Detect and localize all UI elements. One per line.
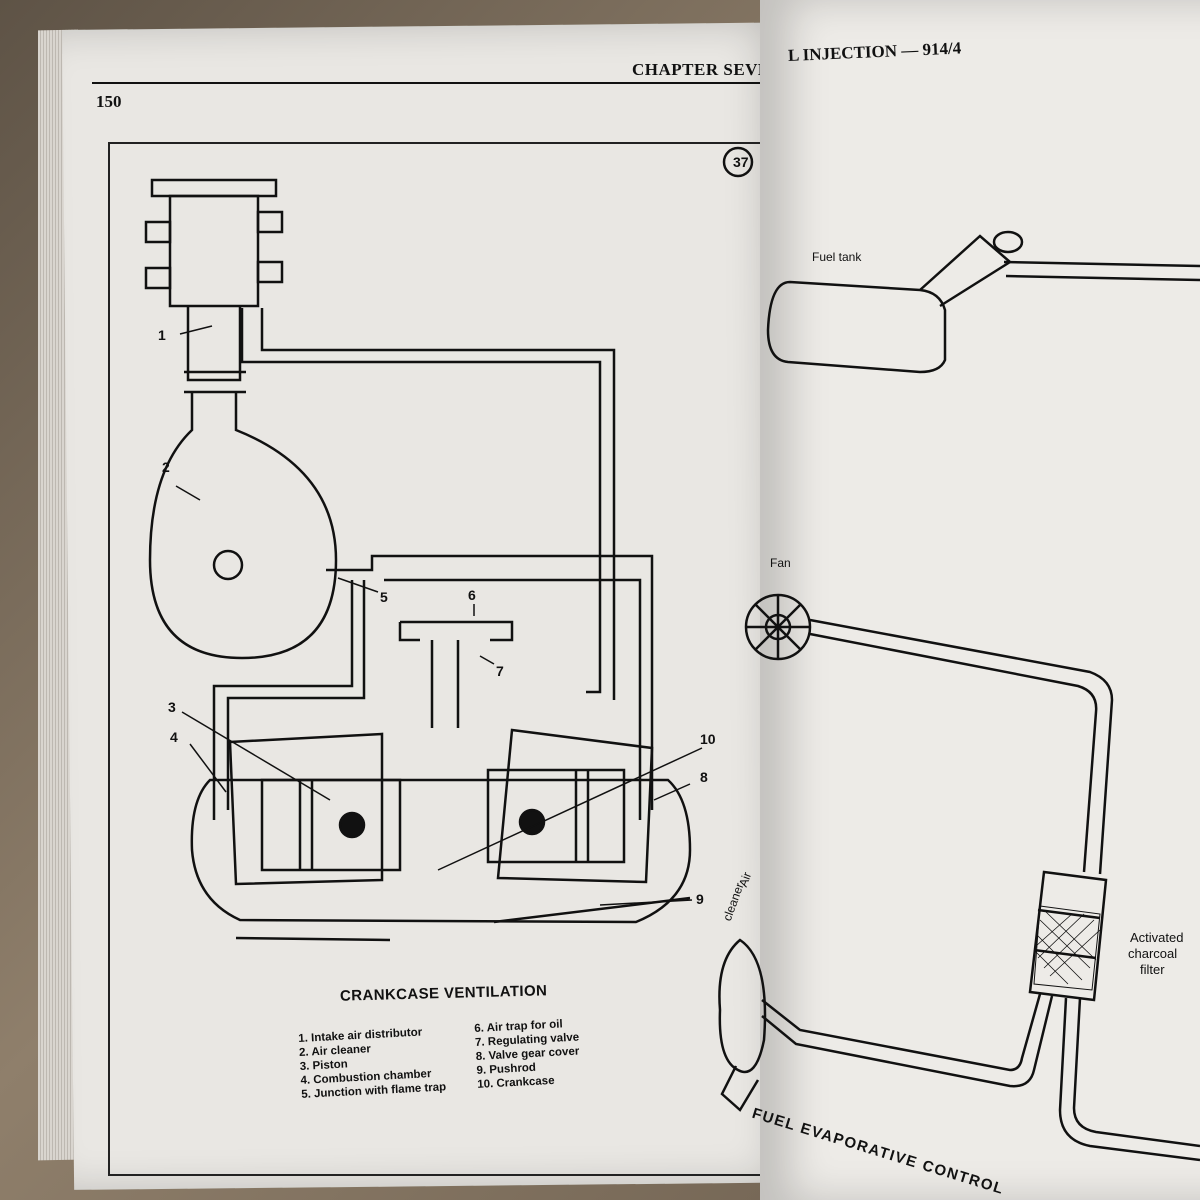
page-number: 150 [96,92,122,111]
callout-1: 1 [158,327,166,343]
header-rule [92,82,764,84]
fuel-tank [766,280,947,374]
callout-4: 4 [170,729,178,745]
charcoal-filter-label-line2: charcoal [1128,946,1178,961]
callout-2: 2 [162,459,170,475]
figure-number-circle [722,146,754,178]
chapter-title: CHAPTER SEVEN [632,60,783,79]
charcoal-filter-label-line3: filter [1140,962,1165,977]
figure-number: 37 [733,154,749,170]
fan-label: Fan [770,556,791,570]
air-cleaner [718,938,767,1074]
callout-9: 9 [696,891,704,907]
intake-distributor-body [168,194,260,308]
charcoal-filter [1028,870,1108,1002]
fuel-tank-label: Fuel tank [812,250,862,264]
callout-3: 3 [168,699,176,715]
callout-5: 5 [380,589,388,605]
charcoal-filter-label-line1: Activated [1130,930,1184,945]
callout-10: 10 [700,731,716,747]
right-page [760,0,1200,1200]
callout-6: 6 [468,587,476,603]
callout-8: 8 [700,769,708,785]
callout-7: 7 [496,663,504,679]
